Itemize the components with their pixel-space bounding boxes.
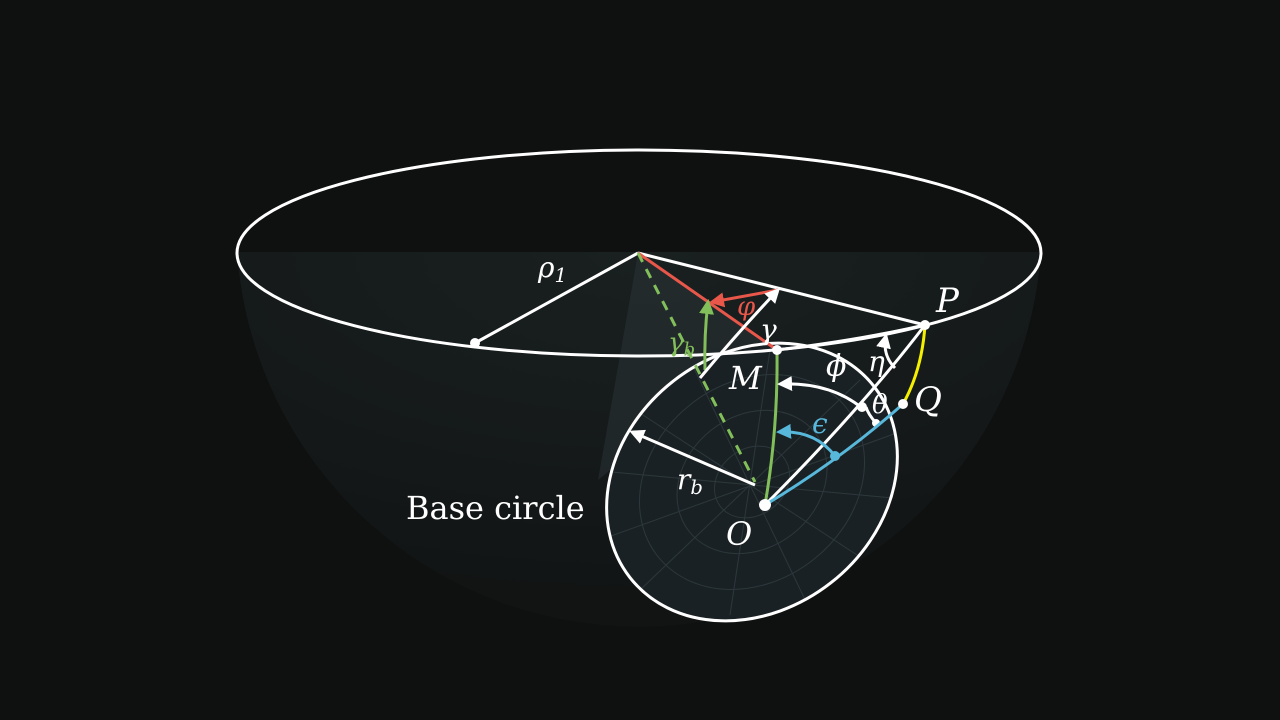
phi-arc-end-dot xyxy=(857,402,867,412)
apex-to-p-line xyxy=(637,251,926,327)
yellow-p-to-q-arc xyxy=(901,324,927,405)
green-dashed-axis xyxy=(636,252,757,483)
o-to-p-line xyxy=(763,324,927,507)
base-circle-caption: Base circle xyxy=(406,489,585,527)
epsilon-arc-dot xyxy=(830,451,840,461)
rim-point-left xyxy=(470,338,480,348)
outer-rim-circle xyxy=(235,148,1043,358)
gamma-arc xyxy=(698,287,781,379)
green-o-to-m-line xyxy=(763,351,779,506)
label-p: P xyxy=(936,281,959,321)
label-r-b: rb xyxy=(677,463,703,499)
gamma-b-arc xyxy=(699,299,715,371)
label-q: Q xyxy=(914,380,942,420)
label-gamma-b: γb xyxy=(668,328,696,361)
label-theta: θ xyxy=(872,390,888,420)
rho-1-line xyxy=(474,251,639,345)
point-q-dot xyxy=(898,399,908,409)
label-o: O xyxy=(726,515,753,553)
r-b-line xyxy=(629,429,756,487)
point-p-dot xyxy=(920,320,930,330)
phi-arc xyxy=(777,376,863,410)
eta-arc xyxy=(876,333,897,370)
label-epsilon: ϵ xyxy=(812,407,828,440)
label-phi: ϕ xyxy=(826,349,847,384)
epsilon-arc xyxy=(776,423,837,457)
m-to-p-arc xyxy=(776,323,926,352)
label-m: M xyxy=(729,359,762,397)
label-eta: η xyxy=(868,345,885,378)
label-gamma: γ xyxy=(760,313,777,346)
point-o-dot xyxy=(759,499,771,511)
label-rho-1: ρ1 xyxy=(538,251,567,287)
label-varphi: φ xyxy=(737,292,756,322)
